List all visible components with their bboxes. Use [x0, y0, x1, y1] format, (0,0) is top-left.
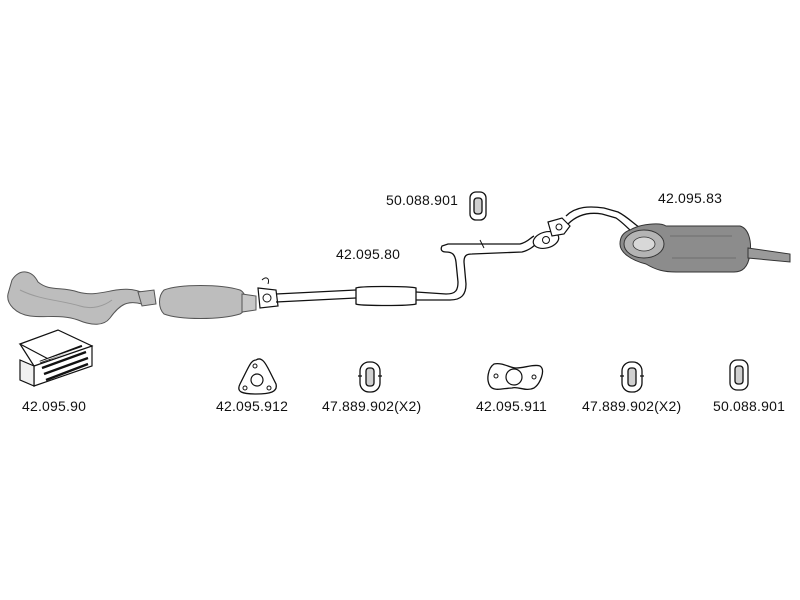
manifold-downpipe-part	[7, 271, 157, 325]
rear-silencer-part	[565, 206, 791, 273]
label-catalyst-kit: 42.095.90	[22, 398, 87, 414]
triangle-gasket	[238, 358, 277, 395]
oval-gasket	[487, 362, 544, 391]
fitting-kit-box	[18, 329, 94, 387]
label-hanger-top: 50.088.901	[386, 192, 459, 208]
rubber-hanger-end	[729, 359, 749, 391]
front-pipe-part	[275, 235, 539, 307]
middle-flange	[532, 217, 571, 250]
label-rear-silencer: 42.095.83	[658, 190, 723, 206]
label-gasket-oval: 42.095.911	[476, 398, 548, 414]
catalytic-converter-part	[159, 285, 257, 319]
rubber-hanger-left	[358, 361, 382, 393]
label-hanger-left: 47.889.902(X2)	[322, 398, 422, 414]
rubber-hanger-top	[469, 191, 487, 221]
label-hanger-right: 47.889.902(X2)	[582, 398, 682, 414]
label-hanger-end: 50.088.901	[713, 398, 786, 414]
label-front-pipe: 42.095.80	[336, 246, 401, 262]
label-gasket-triangle: 42.095.912	[216, 398, 289, 414]
front-flange	[257, 277, 279, 309]
rubber-hanger-right	[620, 361, 644, 393]
